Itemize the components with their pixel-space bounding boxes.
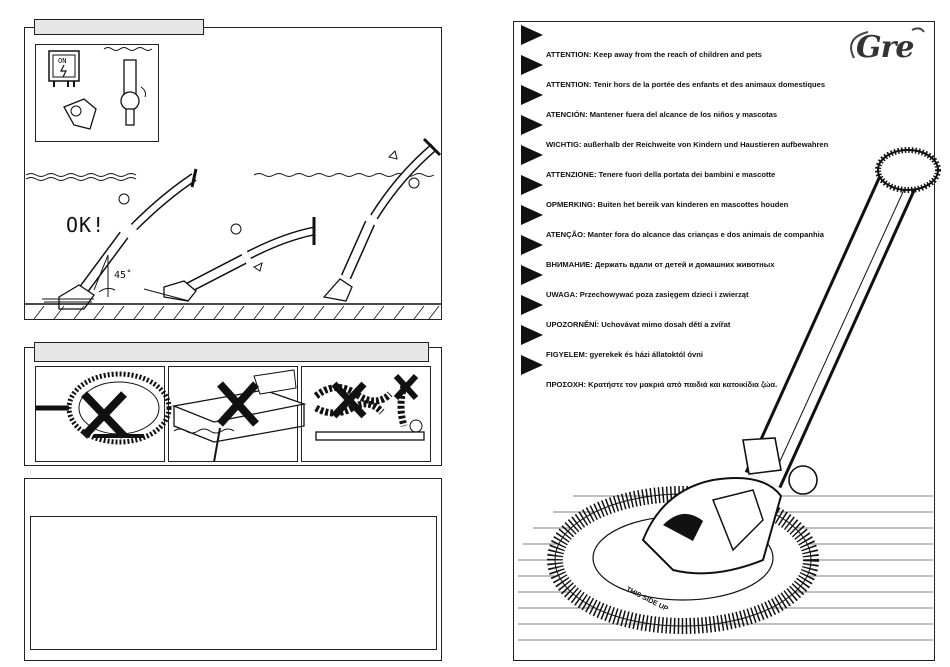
ok-label: OK!: [66, 213, 106, 237]
valve-icon: [120, 59, 146, 126]
blank-inner-box: [30, 516, 437, 650]
warning-text: OPMERKING: Buiten het bereik van kindere…: [546, 200, 789, 209]
warning-row: UPOZORNĚNÍ: Uchovávat mimo dosah dětí a …: [513, 295, 873, 329]
warnings-panel-tab: [34, 342, 429, 362]
installation-panel-tab: [34, 19, 204, 35]
warning-triangle-icon: [521, 205, 543, 225]
power-switch-icon: ON: [48, 50, 80, 87]
warning-triangle-icon: [521, 295, 543, 315]
warning-row: FIGYELEM: gyerekek és házi állatoktól óv…: [513, 325, 873, 359]
warning-triangle-icon: [521, 145, 543, 165]
warning-triangle-icon: [521, 235, 543, 255]
svg-text:ON: ON: [58, 57, 66, 65]
cross-mark-icon: [331, 381, 367, 419]
warning-triangle-icon: [521, 55, 543, 75]
warning-text: ВНИМАНИЕ: Держать вдали от детей и домаш…: [546, 260, 775, 269]
warning-row: ATENCIÓN: Mantener fuera del alcance de …: [513, 85, 873, 119]
warning-row: UWAGA: Przechowywać poza zasięgem dzieci…: [513, 265, 873, 299]
angle-label: 45˚: [114, 270, 133, 281]
warning-triangle-icon: [521, 265, 543, 285]
warning-row: ATTENTION: Keep away from the reach of c…: [513, 25, 873, 59]
cross-mark-icon: [393, 373, 419, 401]
brand-logo: Gre: [856, 30, 915, 65]
warning-triangle-icon: [521, 25, 543, 45]
warning-row: ATENÇÃO: Manter fora do alcance das cria…: [513, 205, 873, 239]
warning-triangle-icon: [521, 115, 543, 135]
cleaner-device-tilted: [143, 217, 316, 302]
warning-triangle-icon: [521, 85, 543, 105]
cross-mark-icon: [217, 381, 259, 427]
regulator-icon: [63, 98, 97, 130]
warning-text: ATENCIÓN: Mantener fuera del alcance de …: [546, 110, 778, 119]
warning-text: ATTENZIONE: Tenere fuori della portata d…: [546, 170, 776, 179]
gre-logo-icon: [850, 27, 925, 59]
warning-row: ΠΡΟΣΟΧΗ: Κρατήστε τον μακριά από παιδιά …: [513, 355, 873, 389]
inset-power-box: [35, 44, 159, 142]
warning-row: ВНИМАНИЕ: Держать вдали от детей и домаш…: [513, 235, 873, 269]
warning-triangle-icon: [521, 355, 543, 375]
cleaner-illustration: [518, 147, 941, 641]
pool-edge-illustration: [171, 369, 307, 463]
warnings-illustration: [36, 369, 425, 463]
warning-triangle-icon: [521, 175, 543, 195]
warning-text: ATTENTION: Keep away from the reach of c…: [546, 50, 762, 59]
warning-text: ΠΡΟΣΟΧΗ: Κρατήστε τον μακριά από παιδιά …: [546, 380, 778, 389]
warning-row: OPMERKING: Buiten het bereik van kindere…: [513, 175, 873, 209]
cleaner-device-rising: [322, 137, 442, 302]
warning-text: WICHTIG: außerhalb der Reichweite von Ki…: [546, 140, 829, 149]
warning-list: ATTENTION: Keep away from the reach of c…: [513, 25, 873, 405]
installation-illustration: ON: [24, 47, 442, 320]
warning-text: FIGYELEM: gyerekek és házi állatoktól óv…: [546, 350, 703, 359]
warning-text: UPOZORNĚNÍ: Uchovávat mimo dosah dětí a …: [546, 320, 731, 329]
warning-row: ATTENZIONE: Tenere fuori della portata d…: [513, 145, 873, 179]
warning-text: ATTENTION: Tenir hors de la portée des e…: [546, 80, 826, 89]
warning-row: ATTENTION: Tenir hors de la portée des e…: [513, 55, 873, 89]
cross-mark-icon: [81, 391, 127, 439]
warning-text: ATENÇÃO: Manter fora do alcance das cria…: [546, 230, 824, 239]
warning-row: WICHTIG: außerhalb der Reichweite von Ki…: [513, 115, 873, 149]
cleaner-device-ok: [42, 168, 198, 310]
warning-triangle-icon: [521, 325, 543, 345]
warning-text: UWAGA: Przechowywać poza zasięgem dzieci…: [546, 290, 749, 299]
